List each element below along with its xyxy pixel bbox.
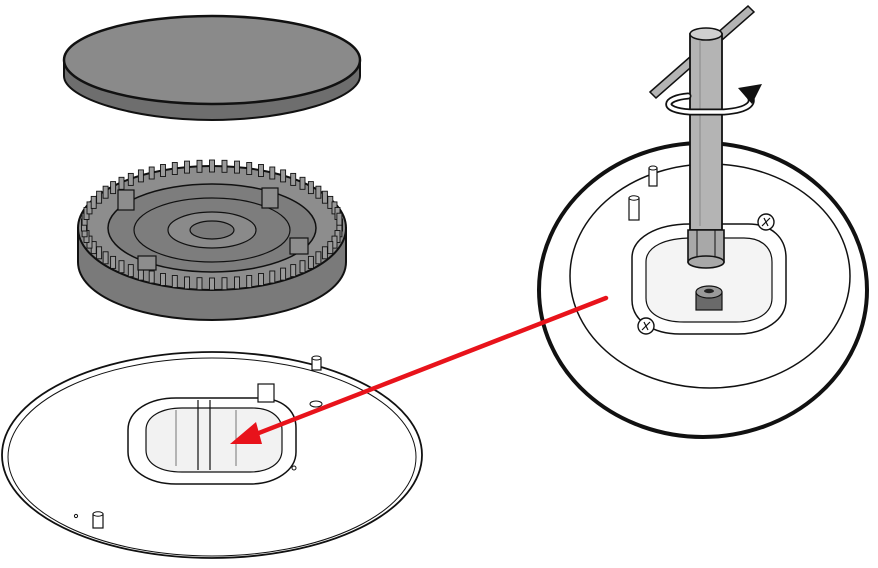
burner-port-tooth	[307, 181, 314, 195]
burner-port-tooth	[290, 172, 297, 186]
burner-port-tooth	[246, 275, 253, 288]
burner-cap	[62, 14, 362, 122]
burner-port-tooth	[196, 277, 203, 291]
burner-port-tooth	[96, 246, 103, 260]
burner-port-tooth	[280, 169, 287, 183]
rotate-clockwise-arrow-icon	[665, 84, 762, 116]
burner-port-tooth	[148, 270, 155, 284]
burner-head	[77, 159, 347, 322]
burner-port-tooth	[148, 166, 155, 180]
burner-port-tooth	[269, 270, 276, 284]
burner-port-tooth	[160, 273, 166, 286]
burner-port-tooth	[90, 195, 97, 209]
burner-port-tooth	[171, 275, 178, 288]
burner-port-tooth	[118, 176, 125, 190]
burner-port-tooth	[299, 260, 306, 274]
burner-base-plate	[1, 351, 423, 559]
burner-port-tooth	[280, 267, 287, 281]
burner-port-tooth	[321, 246, 328, 260]
burner-port-tooth	[184, 160, 190, 174]
burner-port-tooth	[209, 277, 215, 291]
burner-port-tooth	[315, 251, 322, 265]
burner-port-tooth	[269, 166, 276, 180]
screw-icon	[637, 317, 655, 335]
screw-icon	[757, 213, 775, 231]
burner-port-tooth	[137, 169, 144, 183]
burner-port-tooth	[127, 264, 134, 278]
burner-port-tooth	[234, 276, 240, 290]
burner-port-tooth	[290, 264, 297, 278]
burner-port-tooth	[258, 164, 264, 177]
burner-port-tooth	[258, 273, 264, 286]
burner-port-tooth	[110, 181, 117, 195]
burner-port-tooth	[299, 176, 306, 190]
burner-port-tooth	[184, 276, 190, 290]
burner-port-tooth	[96, 190, 103, 204]
burner-port-tooth	[196, 159, 203, 173]
burner-port-tooth	[307, 255, 314, 269]
burner-port-tooth	[221, 277, 228, 291]
burner-port-tooth	[102, 251, 109, 265]
burner-port-tooth	[221, 159, 228, 173]
burner-port-tooth	[127, 172, 134, 186]
burner-port-tooth	[118, 260, 125, 274]
burner-port-tooth	[110, 255, 117, 269]
callout-arrow	[230, 295, 609, 444]
burner-port-tooth	[327, 241, 334, 255]
burner-port-tooth	[209, 159, 215, 173]
wrench	[648, 4, 756, 269]
burner-port-tooth	[246, 162, 253, 175]
burner-port-tooth	[321, 190, 328, 204]
burner-port-tooth	[234, 160, 240, 174]
burner-port-tooth	[315, 185, 322, 199]
burner-port-tooth	[160, 164, 166, 177]
burner-base-with-wrench	[537, 4, 869, 439]
burner-port-tooth	[336, 212, 343, 226]
burner-port-tooth	[102, 185, 109, 199]
burner-port-tooth	[171, 162, 178, 175]
burner-head-ports	[81, 159, 343, 291]
